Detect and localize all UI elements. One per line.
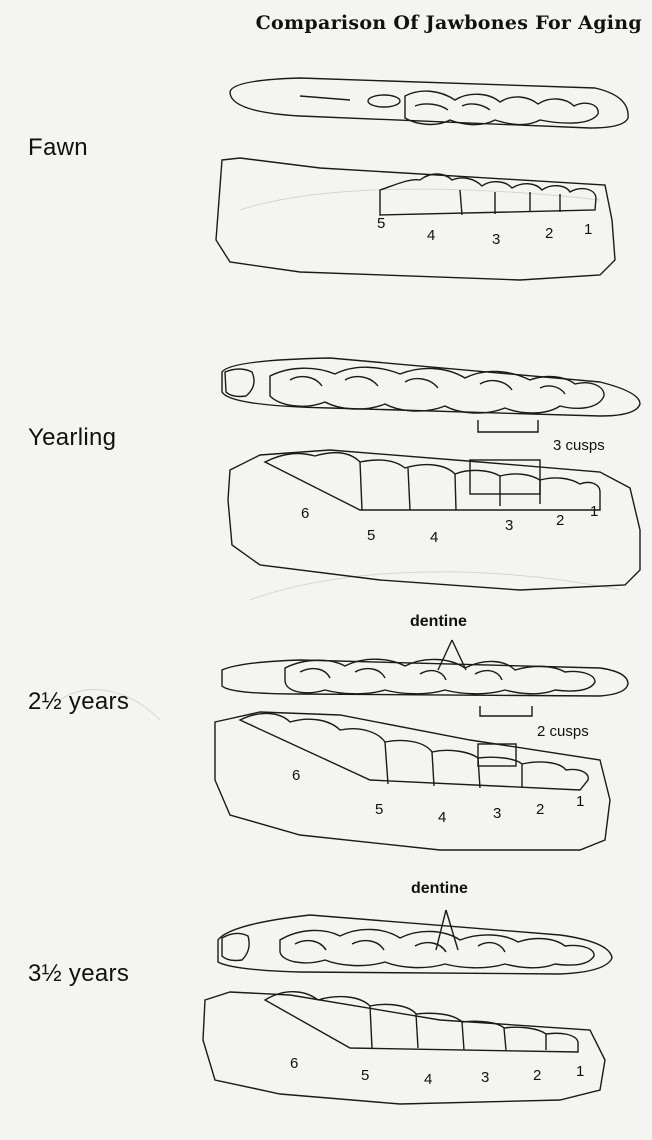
yearling-side-view-jaw — [228, 450, 640, 590]
stage-label-fawn: Fawn — [28, 134, 88, 162]
tooth-number: 5 — [367, 527, 375, 544]
tooth-number: 6 — [292, 767, 300, 784]
cusps-annotation: 2 cusps — [537, 723, 589, 740]
tooth-number: 5 — [375, 801, 383, 818]
tooth-number: 2 — [536, 801, 544, 818]
tooth-number: 1 — [576, 793, 584, 810]
tooth-number: 2 — [545, 225, 553, 242]
three-half-years-dentine-arrows — [436, 910, 458, 950]
tooth-number: 4 — [424, 1071, 432, 1088]
background-watermark — [60, 189, 620, 720]
fawn-side-view-jaw — [216, 158, 615, 280]
tooth-number: 3 — [481, 1069, 489, 1086]
stage-label-yearling: Yearling — [28, 424, 116, 452]
dentine-annotation: dentine — [410, 613, 467, 631]
two-half-years-cusps-bracket — [480, 706, 532, 716]
tooth-number: 4 — [438, 809, 446, 826]
tooth-number: 3 — [505, 517, 513, 534]
tooth-number: 3 — [492, 231, 500, 248]
tooth-number: 1 — [590, 503, 598, 520]
stage-label-2-5-years: 2½ years — [28, 688, 129, 716]
two-half-years-cusps-box — [478, 744, 516, 766]
tooth-number: 1 — [584, 221, 592, 238]
three-half-years-top-view-jaw — [218, 915, 612, 974]
tooth-number: 2 — [533, 1067, 541, 1084]
fawn-top-view-jaw — [230, 78, 628, 128]
tooth-number: 6 — [301, 505, 309, 522]
tooth-number: 1 — [576, 1063, 584, 1080]
two-half-years-top-view-jaw — [222, 659, 628, 696]
three-half-years-side-view-jaw — [203, 992, 605, 1104]
tooth-number: 5 — [377, 215, 385, 232]
tooth-number: 6 — [290, 1055, 298, 1072]
yearling-cusps-bracket — [478, 420, 538, 432]
cusps-annotation: 3 cusps — [553, 437, 605, 454]
tooth-number: 3 — [493, 805, 501, 822]
tooth-number: 5 — [361, 1067, 369, 1084]
yearling-cusps-box — [470, 460, 540, 494]
tooth-number: 4 — [427, 227, 435, 244]
dentine-annotation: dentine — [411, 880, 468, 898]
yearling-top-view-jaw — [222, 358, 640, 416]
stage-label-3-5-years: 3½ years — [28, 960, 129, 988]
tooth-number: 2 — [556, 512, 564, 529]
tooth-number: 4 — [430, 529, 438, 546]
